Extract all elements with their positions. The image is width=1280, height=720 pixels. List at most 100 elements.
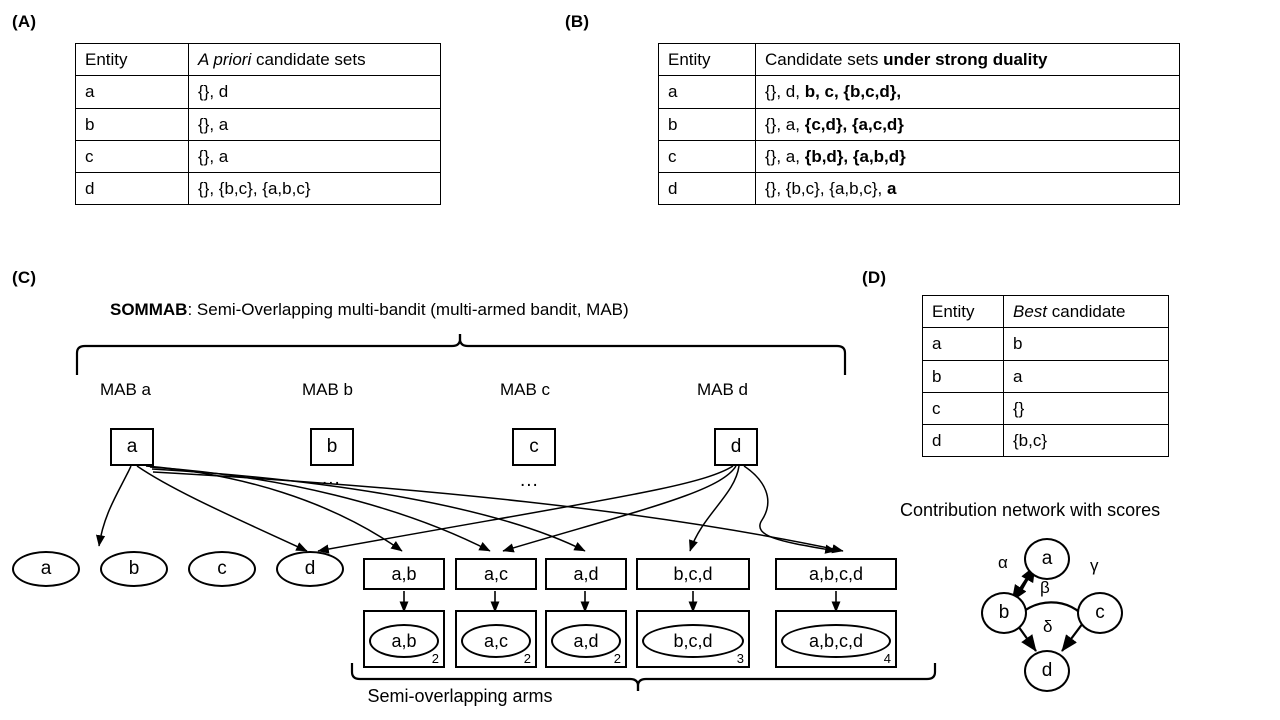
mab-d-edges [317, 465, 837, 554]
cell-sets: {}, d, b, c, {b,c,d}, [755, 75, 1180, 109]
panel-label-c: (C) [12, 268, 37, 287]
semi-overlapping-arms-caption: Semi-overlapping arms [367, 686, 553, 706]
network-score-beta: β [1040, 578, 1050, 597]
cell-bold: {c,d}, {a,c,d} [804, 114, 904, 134]
arm-top-bcd[interactable]: b,c,d [636, 558, 750, 590]
panel-label-d: (D) [862, 268, 887, 287]
cell-plain: {}, d, [765, 82, 805, 102]
arm-count-ac: 2 [523, 651, 531, 666]
cell-entity: b [658, 107, 756, 141]
arm-bottom-abcd[interactable]: a,b,c,d 4 [775, 610, 897, 668]
arm-count-bcd: 3 [736, 651, 744, 666]
cell-best: {} [1003, 391, 1169, 426]
arm-down-arrows [399, 591, 841, 613]
network-node-b[interactable]: b [981, 592, 1027, 634]
cell-plain: {}, a, [765, 114, 805, 134]
cell-best: b [1003, 327, 1169, 361]
arm-node-d[interactable]: d [276, 551, 344, 587]
cell-plain: {}, {b,c}, {a,b,c}, [765, 179, 887, 198]
cell-entity: b [75, 107, 189, 141]
column-header-entity: Entity [922, 294, 1004, 329]
cell-sets: {}, {b,c}, {a,b,c}, a [755, 171, 1180, 206]
mab-node-c[interactable]: c [512, 428, 556, 466]
arm-ellipse-abcd: a,b,c,d [781, 624, 891, 658]
cell-sets: {}, a [188, 139, 441, 174]
arm-node-c[interactable]: c [188, 551, 256, 587]
mab-group-brace [75, 334, 847, 375]
cell-entity: a [75, 75, 189, 109]
table-row: a b [922, 327, 1169, 361]
table-row: d {b,c} [922, 423, 1169, 458]
table-row: a {}, d [75, 75, 441, 109]
mab-label-a: MAB a [100, 380, 152, 399]
table-row: d {}, {b,c}, {a,b,c} [75, 171, 441, 206]
sommab-expansion: : Semi-Overlapping multi-bandit (multi-a… [187, 300, 629, 319]
column-header-candidate-sets: A priori candidate sets [188, 42, 441, 77]
arm-top-ab[interactable]: a,b [363, 558, 445, 590]
arm-bottom-ab[interactable]: a,b 2 [363, 610, 445, 668]
arm-node-b[interactable]: b [100, 551, 168, 587]
header-italic: A priori [198, 50, 252, 69]
cell-entity: b [922, 359, 1004, 393]
mab-node-d[interactable]: d [714, 428, 758, 466]
mab-label-b: MAB b [302, 380, 354, 399]
column-header-entity: Entity [658, 42, 756, 77]
network-node-a[interactable]: a [1024, 538, 1070, 580]
arm-ellipse-ac: a,c [461, 624, 531, 658]
network-score-delta: δ [1043, 617, 1053, 636]
table-row: c {} [922, 391, 1169, 426]
mab-label-c: MAB c [500, 380, 551, 399]
mab-node-b[interactable]: b [310, 428, 354, 466]
cell-bold: a [886, 179, 897, 198]
table-row: b {}, a [75, 107, 441, 141]
cell-sets: {}, a [188, 107, 441, 141]
cell-entity: c [922, 391, 1004, 426]
ellipsis-under-c: ... [520, 470, 539, 491]
table-row-header: Entity Best candidate [922, 294, 1169, 329]
table-row: d {}, {b,c}, {a,b,c}, a [658, 171, 1180, 206]
network-score-alpha: α [998, 553, 1008, 572]
table-a-priori: Entity A priori candidate sets a {}, d b… [75, 42, 441, 206]
arm-top-ad[interactable]: a,d [545, 558, 627, 590]
cell-sets: {}, a, {b,d}, {a,b,d} [755, 139, 1180, 174]
header-italic: Best [1013, 302, 1048, 321]
cell-sets: {}, {b,c}, {a,b,c} [188, 171, 441, 206]
arm-count-ad: 2 [613, 651, 621, 666]
arm-bottom-ac[interactable]: a,c 2 [455, 610, 537, 668]
ellipsis-under-b: ... [322, 468, 341, 489]
table-row-header: Entity Candidate sets under strong duali… [658, 42, 1180, 77]
table-row: b a [922, 359, 1169, 393]
panel-label-a: (A) [12, 12, 37, 31]
column-header-best-candidate: Best candidate [1003, 294, 1169, 329]
cell-entity: d [658, 171, 756, 206]
cell-sets: {}, d [188, 75, 441, 109]
table-best-candidate: Entity Best candidate a b b a c {} d {b,… [922, 294, 1169, 458]
sommab-title: SOMMAB: Semi-Overlapping multi-bandit (m… [110, 300, 629, 320]
mab-node-a[interactable]: a [110, 428, 154, 466]
mab-label-d: MAB d [697, 380, 749, 399]
arm-top-abcd[interactable]: a,b,c,d [775, 558, 897, 590]
network-node-d[interactable]: d [1024, 650, 1070, 692]
arm-ellipse-ad: a,d [551, 624, 621, 658]
arm-ellipse-bcd: b,c,d [642, 624, 744, 658]
cell-entity: a [922, 327, 1004, 361]
network-node-c[interactable]: c [1077, 592, 1123, 634]
arm-bottom-bcd[interactable]: b,c,d 3 [636, 610, 750, 668]
cell-entity: c [658, 139, 756, 174]
arm-count-ab: 2 [431, 651, 439, 666]
column-header-candidate-sets-duality: Candidate sets under strong duality [755, 42, 1180, 77]
panel-label-b: (B) [565, 12, 590, 31]
cell-bold: b, c, {b,c,d}, [804, 82, 902, 102]
arm-bottom-ad[interactable]: a,d 2 [545, 610, 627, 668]
header-bold: under strong duality [883, 50, 1048, 69]
contribution-network-caption: Contribution network with scores [900, 500, 1161, 520]
cell-entity: d [922, 423, 1004, 458]
arm-top-ac[interactable]: a,c [455, 558, 537, 590]
cell-entity: a [658, 75, 756, 109]
arm-node-a[interactable]: a [12, 551, 80, 587]
header-rest: candidate sets [251, 50, 366, 69]
cell-bold: {b,d}, {a,b,d} [804, 146, 906, 166]
header-rest: candidate [1047, 302, 1126, 321]
table-row-header: Entity A priori candidate sets [75, 42, 441, 77]
cell-best: {b,c} [1003, 423, 1169, 458]
